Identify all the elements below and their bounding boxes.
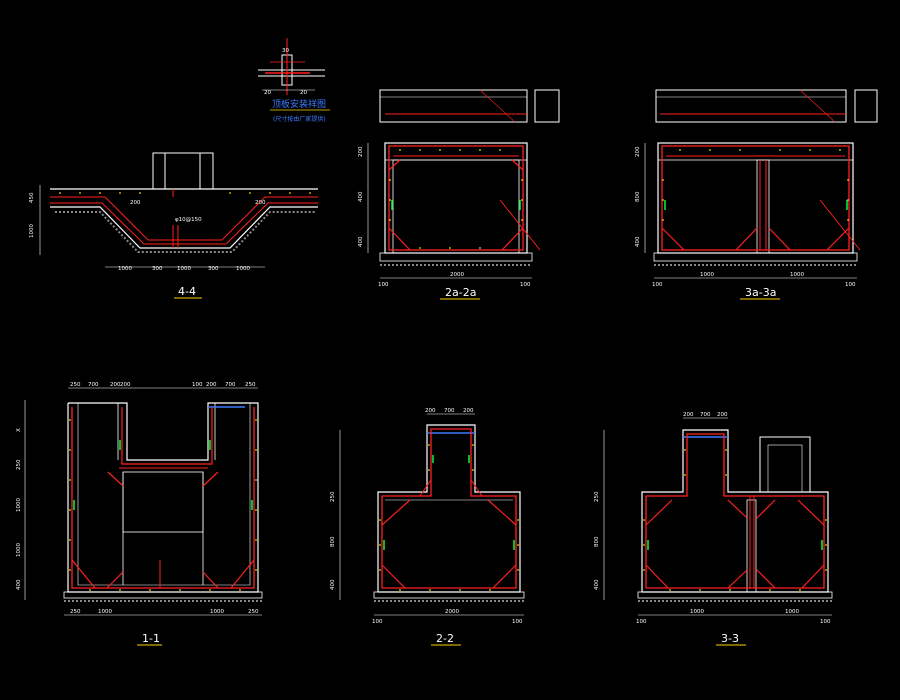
svg-text:400: 400	[358, 191, 364, 202]
svg-text:400: 400	[330, 579, 336, 590]
svg-text:300: 300	[152, 266, 163, 272]
section-1-1: 250 1000 1000 250 250 700 200 200 100 20…	[16, 382, 263, 646]
svg-text:200: 200	[463, 408, 474, 414]
section-2a-title: 2a-2a	[445, 286, 476, 299]
svg-text:200: 200	[358, 146, 364, 157]
svg-text:200: 200	[425, 408, 436, 414]
svg-text:1000: 1000	[210, 609, 224, 615]
section-2-2: 2000 100 100 200 700 200 250 800 400 2-2	[330, 408, 525, 646]
svg-text:20: 20	[300, 90, 307, 96]
svg-text:100: 100	[372, 619, 383, 625]
svg-text:1000: 1000	[690, 609, 704, 615]
svg-text:1000: 1000	[236, 266, 250, 272]
detail-title: 顶板安装祥图	[272, 98, 326, 110]
svg-text:100: 100	[192, 382, 203, 388]
section-2-2-title: 2-2	[436, 632, 454, 645]
svg-text:250: 250	[70, 609, 81, 615]
roof-installation-detail: 30 20 20 顶板安装祥图 (尺寸按由厂家提供)	[258, 38, 330, 123]
svg-text:100: 100	[820, 619, 831, 625]
svg-text:1000: 1000	[700, 272, 714, 278]
svg-text:200: 200	[130, 200, 141, 206]
svg-text:250: 250	[330, 491, 336, 502]
svg-text:700: 700	[88, 382, 99, 388]
svg-text:100: 100	[845, 282, 856, 288]
svg-text:1000: 1000	[29, 224, 35, 238]
detail-subtitle: (尺寸按由厂家提供)	[273, 115, 326, 123]
svg-text:1000: 1000	[98, 609, 112, 615]
svg-text:200: 200	[635, 146, 641, 157]
svg-text:2000: 2000	[445, 609, 459, 615]
svg-text:250: 250	[70, 382, 81, 388]
section-4-4-title: 4-4	[178, 285, 196, 298]
svg-text:100: 100	[512, 619, 523, 625]
svg-text:800: 800	[635, 191, 641, 202]
section-4-4: 200 200 φ10@150 450 1000 1000 300 1000 3…	[29, 152, 318, 299]
svg-text:400: 400	[16, 579, 22, 590]
svg-text:250: 250	[16, 459, 22, 470]
svg-text:200: 200	[683, 412, 694, 418]
svg-text:100: 100	[520, 282, 531, 288]
section-3a-title: 3a-3a	[745, 286, 776, 299]
svg-text:400: 400	[594, 579, 600, 590]
section-3-3: 1000 1000 100 100 200 700 200 250 800 40…	[594, 412, 833, 646]
svg-text:800: 800	[594, 536, 600, 547]
svg-text:400: 400	[358, 236, 364, 247]
svg-text:20: 20	[264, 90, 271, 96]
svg-text:200: 200	[110, 382, 121, 388]
svg-text:450: 450	[29, 192, 35, 203]
svg-text:700: 700	[225, 382, 236, 388]
section-2a-2a: 2000 100 100 200 400 400 2a-2a	[358, 89, 560, 300]
section-3a-3a: 1000 1000 100 100 200 800 400 3a-3a	[635, 89, 878, 300]
svg-text:700: 700	[444, 408, 455, 414]
svg-text:1000: 1000	[16, 498, 22, 512]
svg-text:1000: 1000	[177, 266, 191, 272]
svg-text:100: 100	[636, 619, 647, 625]
svg-text:30: 30	[282, 48, 289, 54]
svg-text:2000: 2000	[450, 272, 464, 278]
svg-text:100: 100	[652, 282, 663, 288]
section-1-1-title: 1-1	[142, 632, 160, 645]
svg-text:200: 200	[206, 382, 217, 388]
svg-text:1000: 1000	[118, 266, 132, 272]
svg-text:1000: 1000	[790, 272, 804, 278]
svg-text:200: 200	[255, 200, 266, 206]
svg-text:200: 200	[120, 382, 131, 388]
section-3-3-title: 3-3	[721, 632, 739, 645]
svg-text:1000: 1000	[785, 609, 799, 615]
svg-text:700: 700	[700, 412, 711, 418]
svg-text:100: 100	[378, 282, 389, 288]
svg-text:250: 250	[248, 609, 259, 615]
svg-text:300: 300	[208, 266, 219, 272]
svg-text:800: 800	[330, 536, 336, 547]
svg-text:250: 250	[245, 382, 256, 388]
svg-text:400: 400	[635, 236, 641, 247]
svg-text:1000: 1000	[16, 543, 22, 557]
svg-text:φ10@150: φ10@150	[175, 217, 202, 223]
svg-text:X: X	[16, 428, 22, 432]
svg-text:200: 200	[717, 412, 728, 418]
svg-text:250: 250	[594, 491, 600, 502]
